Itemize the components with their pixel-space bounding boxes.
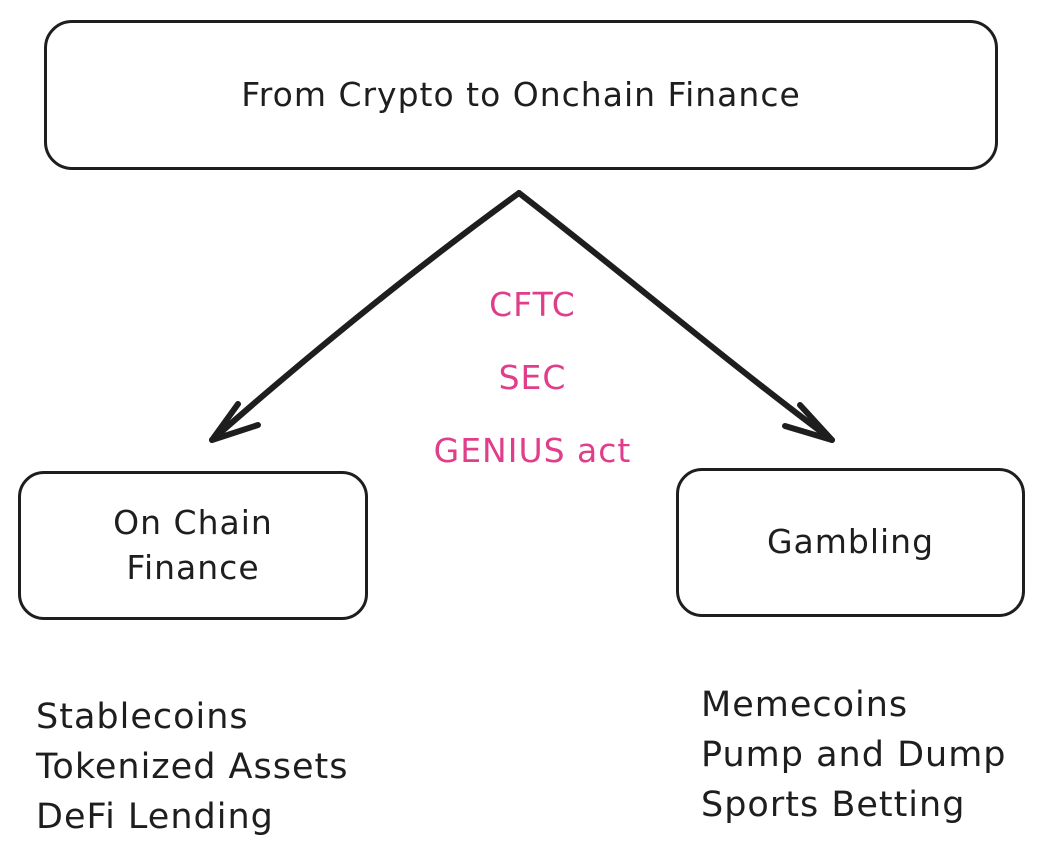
list-item: Stablecoins <box>36 697 249 737</box>
onchain-finance-label: On Chain Finance <box>113 502 273 587</box>
gambling-label: Gambling <box>766 522 935 562</box>
regulator-list: CFTC SEC GENIUS act <box>405 280 660 499</box>
list-item: Pump and Dump <box>701 735 1007 775</box>
gambling-node: Gambling <box>676 468 1025 617</box>
list-item: Memecoins <box>701 685 909 725</box>
arrowhead-right <box>782 402 835 443</box>
root-label: From Crypto to Onchain Finance <box>241 74 801 114</box>
list-item: Tokenized Assets <box>36 747 349 787</box>
gambling-examples: Memecoins Pump and Dump Sports Betting <box>701 680 1007 830</box>
arrowhead-left <box>209 401 261 443</box>
onchain-finance-node: On Chain Finance <box>18 471 368 620</box>
list-item: DeFi Lending <box>36 797 274 837</box>
root-node: From Crypto to Onchain Finance <box>44 20 998 170</box>
regulator-item: GENIUS act <box>433 431 632 470</box>
arrow-to-onchain-finance <box>209 190 522 443</box>
list-item: Sports Betting <box>701 785 966 825</box>
onchain-finance-examples: Stablecoins Tokenized Assets DeFi Lendin… <box>36 692 348 842</box>
arrow-to-gambling <box>516 190 835 443</box>
regulator-item: SEC <box>498 358 567 397</box>
regulator-item: CFTC <box>489 285 576 324</box>
